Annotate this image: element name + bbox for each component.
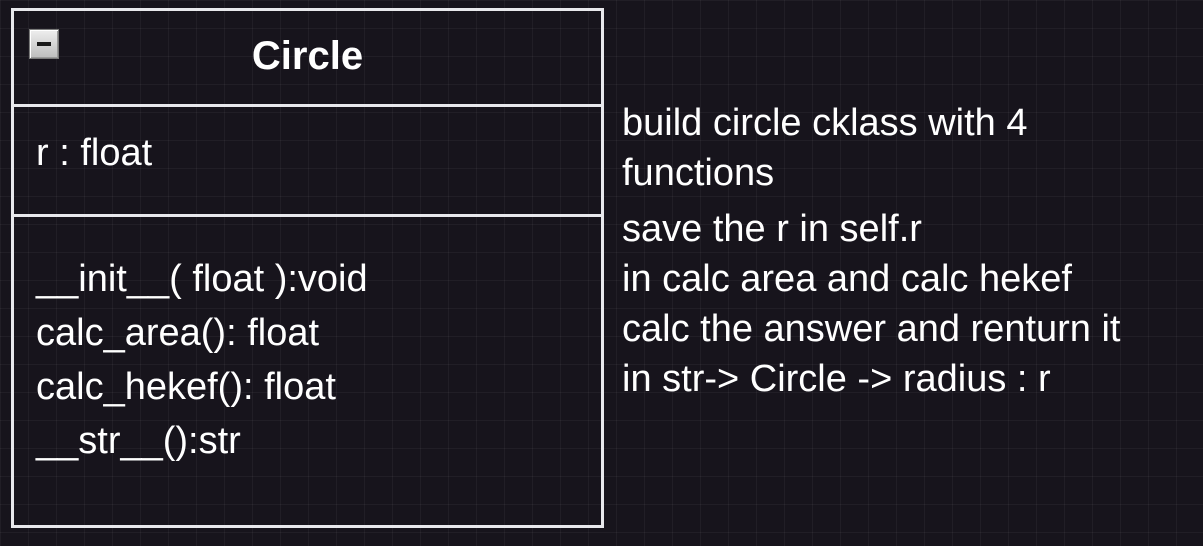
note-line: functions: [622, 152, 775, 194]
class-header: Circle: [14, 11, 601, 107]
collapse-button[interactable]: [29, 29, 59, 59]
note-text[interactable]: build circle cklass with 4 functions sav…: [622, 98, 1203, 404]
attribute-row[interactable]: r : float: [36, 132, 153, 174]
method-row[interactable]: __str__():str: [36, 420, 241, 462]
method-row[interactable]: calc_hekef(): float: [36, 366, 336, 408]
method-row[interactable]: calc_area(): float: [36, 312, 320, 354]
note-line: build circle cklass with 4: [622, 102, 1028, 144]
method-row[interactable]: __init__( float ):void: [36, 258, 368, 300]
note-line: in calc area and calc hekef: [622, 258, 1072, 300]
note-line: calc the answer and renturn it: [622, 308, 1121, 350]
methods-section: __init__( float ):void calc_area(): floa…: [14, 217, 601, 468]
note-line: in str-> Circle -> radius : r: [622, 358, 1051, 400]
class-name[interactable]: Circle: [251, 34, 364, 78]
minus-icon: [37, 42, 51, 46]
note-line: save the r in self.r: [622, 208, 922, 250]
uml-class-box[interactable]: Circle r : float __init__( float ):void …: [11, 8, 604, 528]
attributes-section: r : float: [14, 107, 601, 217]
